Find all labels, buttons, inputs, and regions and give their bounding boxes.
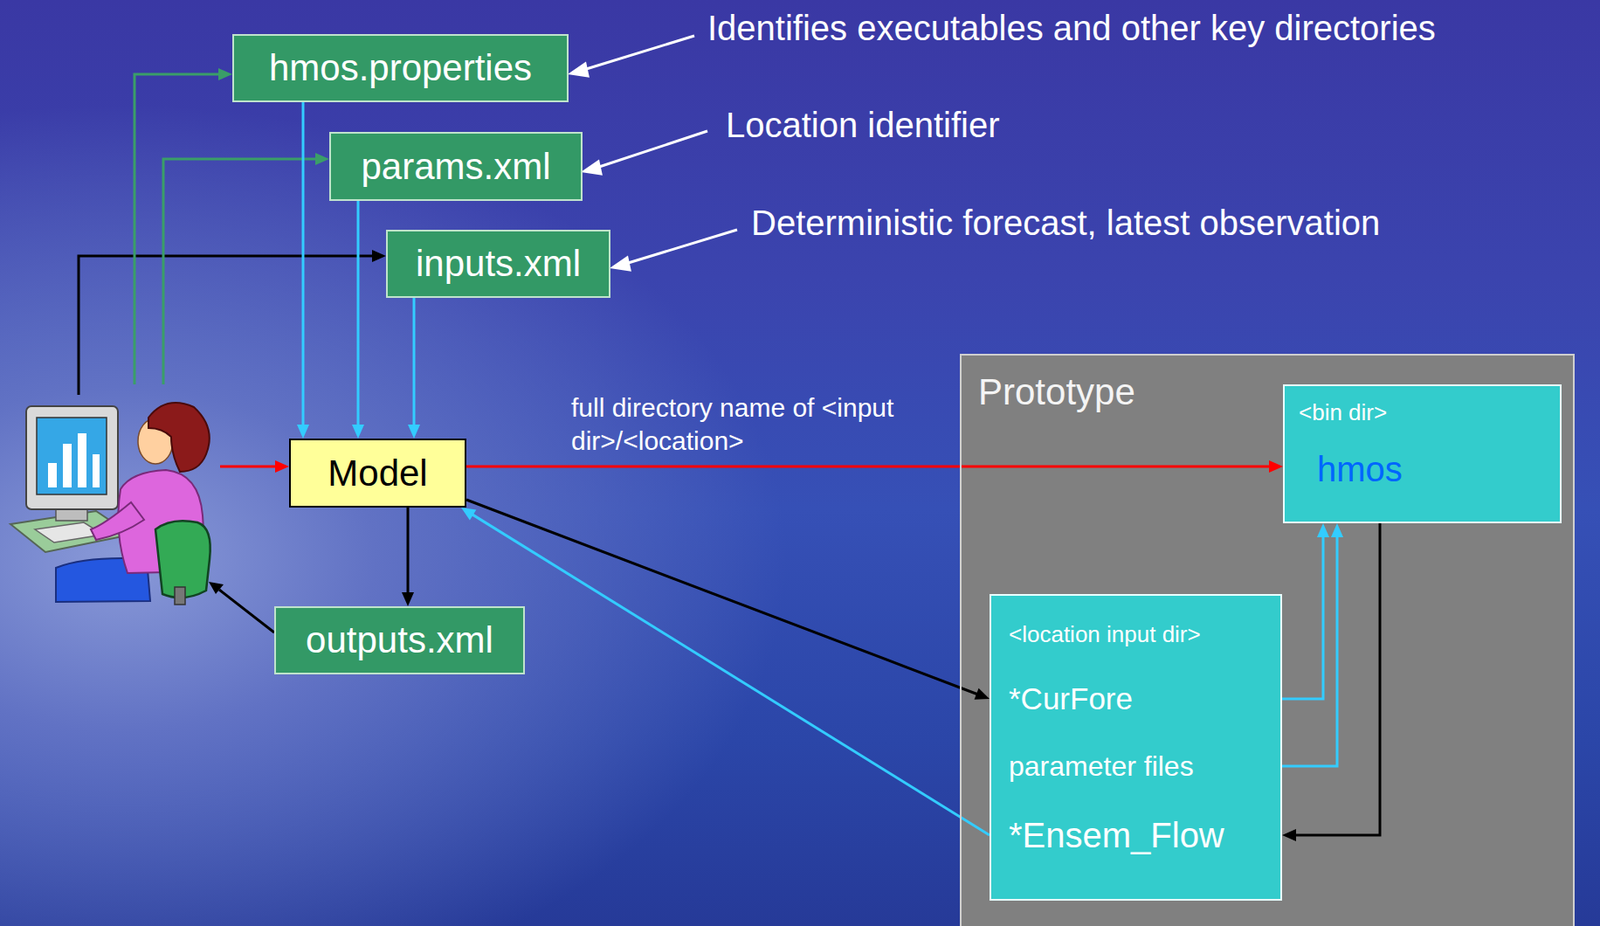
callout-holder: Identifies executables and other key dir… bbox=[707, 7, 1436, 49]
callout-text: Location identifier bbox=[725, 105, 1000, 145]
model-label: Model bbox=[327, 452, 428, 495]
monitor-screen bbox=[36, 417, 107, 495]
connector bbox=[466, 465, 1271, 469]
leader-line bbox=[625, 229, 738, 264]
connector bbox=[302, 102, 305, 427]
callout-holder: Location identifier bbox=[725, 104, 1000, 145]
file-name: hmos.properties bbox=[268, 47, 532, 90]
connector bbox=[1294, 523, 1380, 835]
config-file-box: outputs.xml bbox=[274, 606, 525, 675]
config-file-box: params.xml bbox=[329, 131, 583, 201]
config-file-box: inputs.xml bbox=[386, 229, 611, 298]
connector bbox=[466, 499, 979, 695]
chart-bar bbox=[62, 443, 72, 488]
user-line bbox=[163, 158, 318, 385]
edge-label: full directory name of <input dir>/<loca… bbox=[571, 391, 904, 458]
connector bbox=[471, 513, 990, 835]
model-box: Model bbox=[289, 438, 467, 508]
chair-leg bbox=[174, 586, 186, 605]
leader-line bbox=[596, 131, 708, 168]
user-arrowhead bbox=[372, 249, 387, 263]
connector bbox=[1282, 535, 1338, 766]
hair bbox=[148, 402, 210, 472]
file-name: params.xml bbox=[360, 145, 551, 188]
arrowhead bbox=[407, 424, 421, 439]
directory-box: <bin dir> hmos bbox=[1282, 384, 1562, 524]
arm bbox=[90, 502, 145, 540]
arrowhead bbox=[1317, 523, 1330, 538]
edge-label-holder: full directory name of <input dir>/<loca… bbox=[571, 391, 904, 458]
arrowhead bbox=[461, 507, 476, 520]
callout-holder: Deterministic forecast, latest observati… bbox=[751, 202, 1380, 243]
arrowhead bbox=[1331, 523, 1344, 538]
connector bbox=[357, 200, 360, 427]
leader-head bbox=[613, 257, 630, 270]
region-title: Prototype bbox=[978, 371, 1136, 414]
file-name: *CurFore bbox=[1008, 681, 1133, 717]
leader-line bbox=[583, 35, 695, 70]
user-arrowhead bbox=[218, 68, 233, 81]
file-name: *Ensem_Flow bbox=[1008, 814, 1225, 856]
chart-bar bbox=[48, 462, 57, 488]
user-arrowhead bbox=[208, 581, 224, 594]
connector bbox=[1282, 535, 1324, 699]
arrowhead bbox=[1282, 828, 1297, 842]
arrowhead bbox=[351, 424, 365, 439]
chair-back bbox=[155, 520, 211, 598]
callout-text: Identifies executables and other key dir… bbox=[707, 8, 1436, 48]
user-line bbox=[134, 74, 221, 385]
chart-bar bbox=[92, 454, 100, 488]
monitor-stand bbox=[55, 508, 88, 521]
file-name: outputs.xml bbox=[305, 619, 494, 662]
user-line bbox=[219, 589, 275, 633]
config-file-box: hmos.properties bbox=[232, 34, 569, 103]
directory-name: <location input dir> bbox=[1008, 620, 1201, 649]
callout-text: Deterministic forecast, latest observati… bbox=[751, 203, 1380, 242]
user-line bbox=[78, 255, 374, 395]
user-figure bbox=[10, 402, 211, 605]
leader-head bbox=[571, 63, 588, 76]
user-arrowhead bbox=[275, 460, 290, 473]
connector bbox=[406, 507, 410, 594]
file-name: inputs.xml bbox=[415, 242, 581, 285]
directory-box: <location input dir> *CurFore parameter fi… bbox=[989, 593, 1283, 901]
executable-name: hmos bbox=[1317, 448, 1403, 490]
chart-bar bbox=[77, 433, 87, 488]
file-name: parameter files bbox=[1008, 749, 1194, 783]
directory-name: <bin dir> bbox=[1298, 398, 1387, 427]
prototype-fill bbox=[959, 353, 1575, 926]
connector bbox=[413, 297, 416, 427]
user-arrowhead bbox=[315, 152, 330, 166]
leader-head bbox=[584, 161, 601, 174]
user-line bbox=[220, 465, 277, 469]
prototype-region: Prototype <bin dir> hmos <location input di… bbox=[959, 353, 1575, 926]
arrowhead bbox=[1268, 460, 1283, 473]
arrowhead bbox=[296, 424, 310, 439]
monitor bbox=[26, 406, 118, 510]
arrowhead bbox=[401, 592, 414, 607]
